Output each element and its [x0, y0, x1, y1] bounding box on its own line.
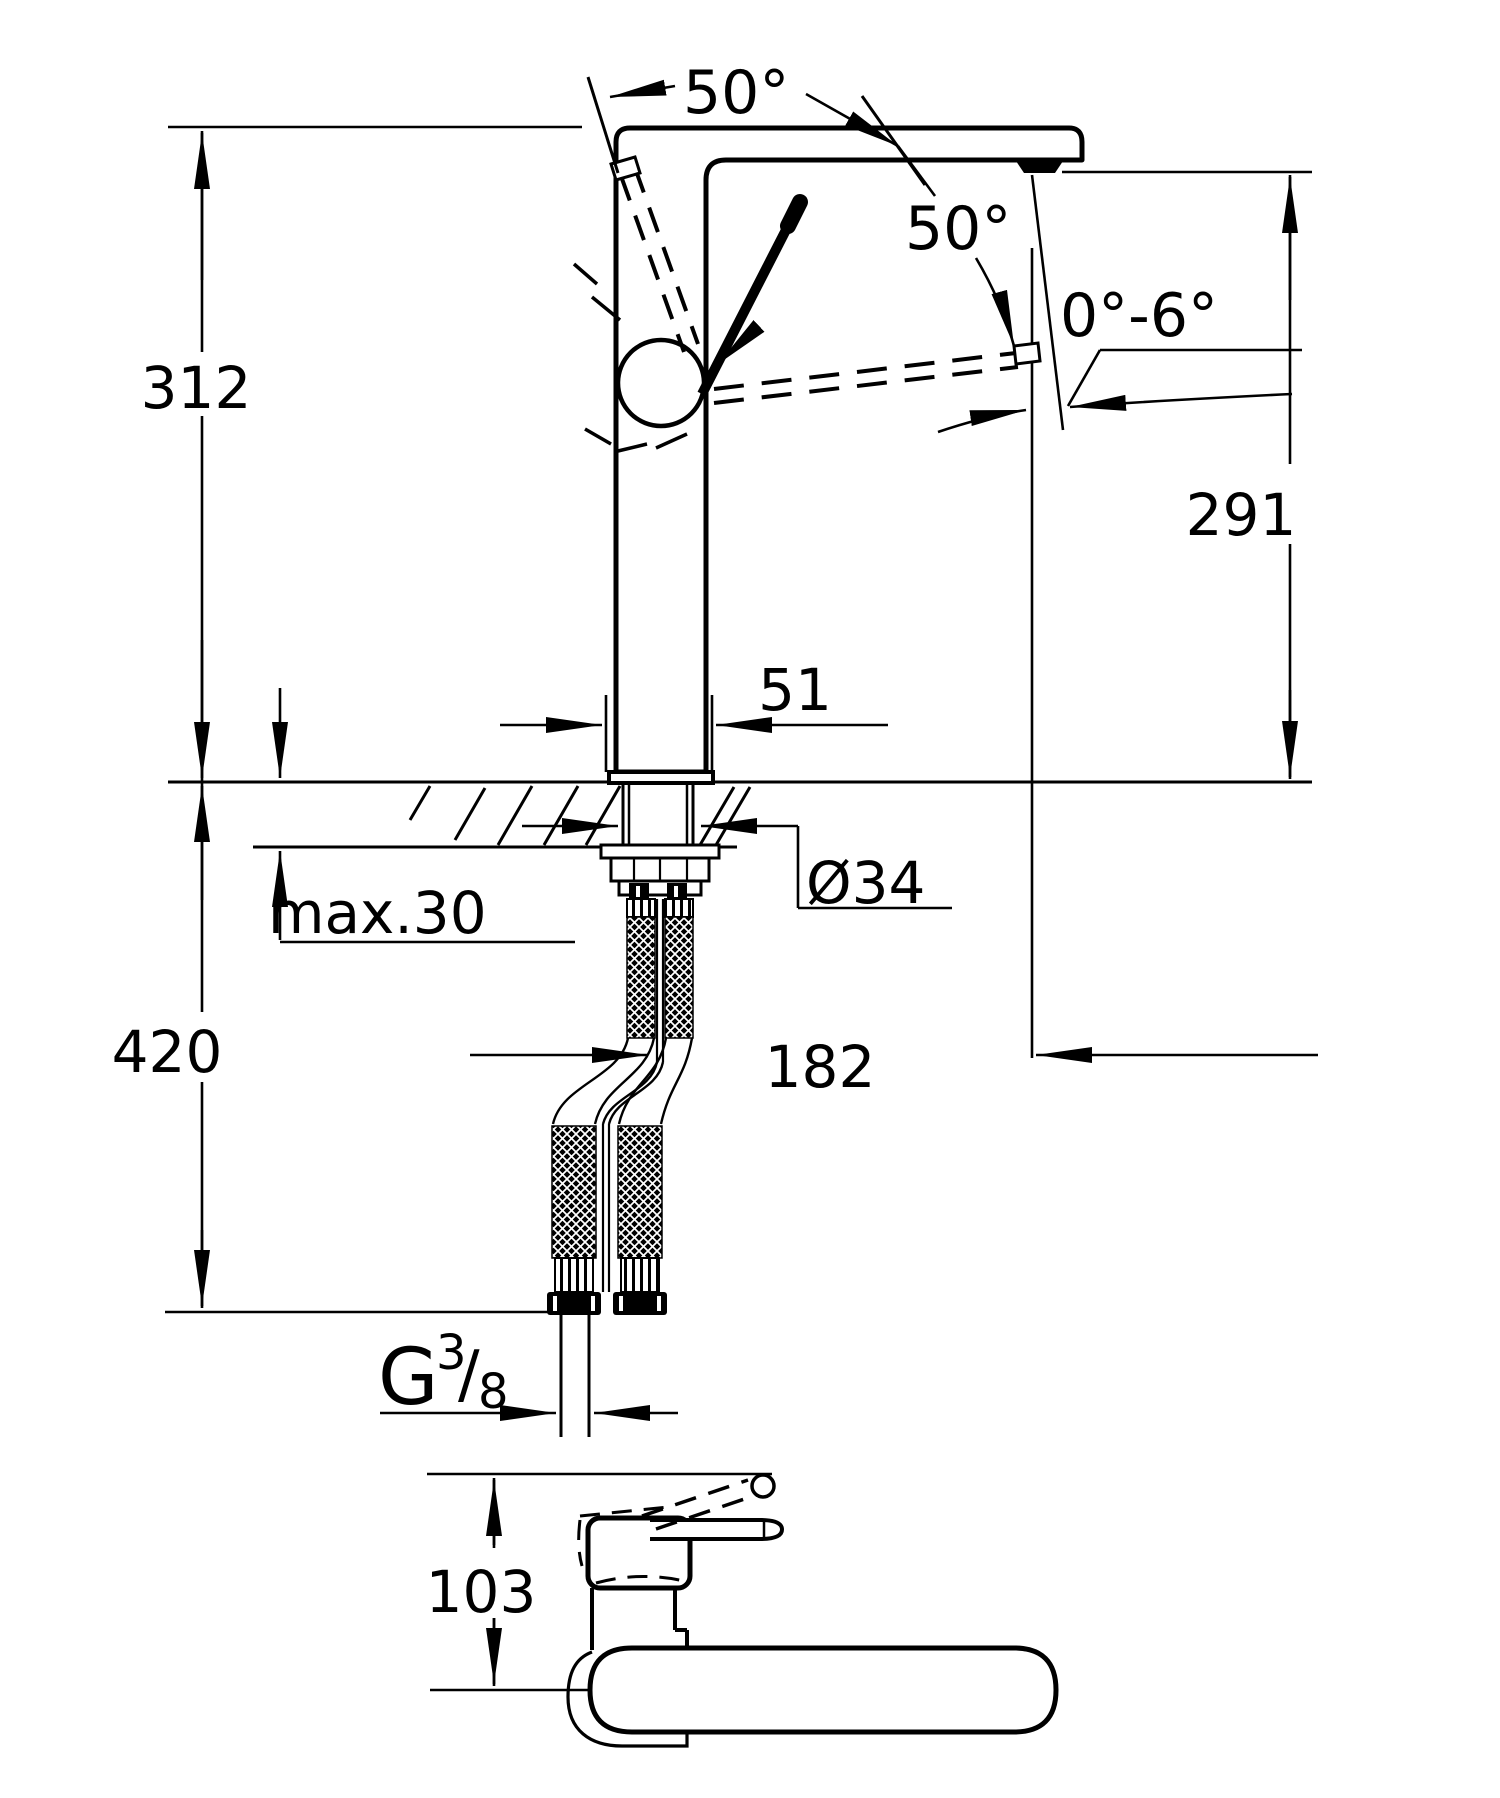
- aerator-outlet: [1016, 161, 1063, 173]
- popup-rod-lower: [601, 1124, 611, 1292]
- thread-slash: /: [458, 1338, 480, 1412]
- lever-down-cap: [1012, 341, 1042, 366]
- lever-down-dashed: [713, 351, 1019, 405]
- hose-collar-left: [626, 898, 656, 918]
- angle-tilt-label: 0°-6°: [1060, 281, 1218, 351]
- tilt-line-6deg: [1030, 174, 1065, 431]
- braided-hose-lower-right: [617, 1125, 663, 1259]
- tv-outer-shell: [566, 1650, 689, 1748]
- thread-denominator: 8: [478, 1364, 509, 1420]
- hose-collar-right: [664, 898, 694, 918]
- ball-detail-dashes: [572, 262, 688, 453]
- tv-spout-stadium: [587, 1645, 1059, 1735]
- dim-max30-label: max.30: [268, 879, 487, 947]
- angle-50-upper-label: 50°: [683, 58, 789, 128]
- tilt-label-diagonal: [1066, 349, 1102, 407]
- faucet-body: [572, 125, 1085, 785]
- popup-rod-upper: [655, 899, 665, 1062]
- hose-nut-left: [547, 1292, 601, 1315]
- tv-lever-bar: [650, 1518, 785, 1541]
- lever-solid: [697, 194, 808, 397]
- thread-g: G: [378, 1333, 438, 1423]
- dim-51-label: 51: [758, 656, 832, 724]
- mounting-washer: [599, 843, 721, 860]
- dim-312-label: 312: [141, 354, 252, 422]
- tv-lever-raised-cap: [750, 1473, 776, 1499]
- dim-291-label: 291: [1186, 481, 1297, 549]
- body-outline: [613, 125, 1085, 775]
- mounting-shank-assembly: [547, 782, 721, 1437]
- thread-tube-g38: [559, 1315, 591, 1437]
- counter-hatching: [408, 785, 752, 846]
- lever-raised-cap: [609, 155, 642, 182]
- angle-50-lower-label: 50°: [905, 194, 1011, 264]
- angle50-upper-ext-line: [586, 76, 620, 174]
- tv-cartridge-dashes: [577, 1505, 685, 1585]
- dim-dia34-label: Ø34: [806, 849, 925, 917]
- dim-182-label: 182: [765, 1033, 876, 1101]
- lever-raised-dashed: [619, 167, 700, 353]
- tv-lever-raised-dashed: [641, 1478, 763, 1531]
- braided-hose-upper-right: [664, 916, 694, 1039]
- labels: 312 420 291 51 Ø34 max.30 182 50° 50° 0°…: [110, 58, 1308, 1626]
- angle50-upper-cross-line: [860, 95, 927, 186]
- braided-hose-lower-left: [551, 1125, 597, 1259]
- thread-size-label: G 3 / 8: [378, 1325, 509, 1423]
- dim-420-label: 420: [112, 1018, 223, 1086]
- braided-hose-upper-left: [626, 916, 656, 1039]
- thread-numerator: 3: [436, 1325, 467, 1381]
- countertop-section: [168, 780, 1312, 849]
- hose-nut-right: [613, 1292, 667, 1315]
- top-view: [427, 1472, 1059, 1748]
- tv-column: [590, 1588, 689, 1650]
- extension-lines: [165, 125, 1312, 1314]
- hose-ferrule-left: [554, 1257, 594, 1293]
- deck-hole-edges: [621, 782, 695, 845]
- dimension-lines: [194, 76, 1318, 1421]
- dim-103-label: 103: [426, 1558, 537, 1626]
- hose-ferrule-right: [620, 1257, 660, 1293]
- nut-facets: [632, 858, 689, 881]
- hose-break-curves: [551, 1037, 694, 1125]
- base-plate: [607, 770, 715, 785]
